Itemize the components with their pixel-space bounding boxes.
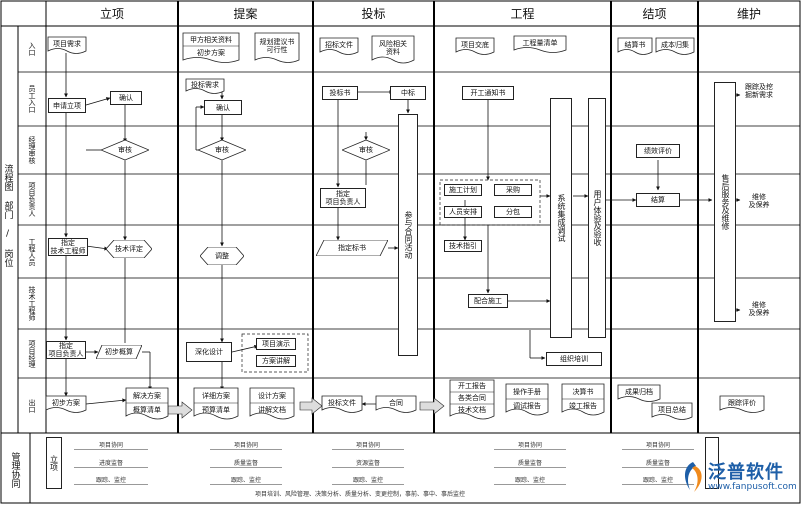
doc-cost-summary: 成本归集 — [655, 37, 695, 55]
start-notice-node: 开工通知书 — [462, 86, 514, 100]
mgmt-item: 项目协同 — [210, 440, 282, 450]
lane-label: 工程人员 — [28, 237, 36, 266]
maintain-node: 维修 及保养 — [748, 301, 770, 317]
fanpu-logo-icon — [684, 462, 702, 492]
doc-risk-materials: 风险相关 资料 — [371, 35, 415, 64]
audit-decision: 审核 — [198, 140, 246, 160]
doc-bid-requirement: 投标需求 — [185, 78, 225, 94]
mgmt-item: 跟踪、监控 — [210, 475, 282, 485]
doc-quantity-list: 工程量清单 — [513, 35, 567, 53]
system-integration-node: 系统集成调试 — [550, 98, 572, 338]
doc-settlement-book: 决算书 竣工报告 — [561, 383, 605, 416]
doc-contract: 合同 — [375, 395, 417, 413]
mgmt-bottom-summary: 项目培训、风险管理、决策分析、质量分析、变更控制，事前、事中、事后监控 — [254, 491, 465, 498]
lane-label: 项目经理 — [28, 339, 36, 368]
purchase-node: 采购 — [494, 184, 532, 196]
settle-node: 结算 — [636, 193, 680, 207]
adjust-node: 调整 — [200, 247, 244, 265]
mgmt-item: 资源监督 — [332, 458, 404, 468]
mgmt-item: 质量监督 — [494, 458, 566, 468]
lane-label: 入口 — [28, 42, 36, 56]
mgmt-item: 质量监督 — [622, 458, 694, 468]
phase-header-tian: 提案 — [233, 6, 258, 21]
confirm-node: 确认 — [204, 100, 242, 115]
project-demo-node: 项目演示 — [256, 338, 296, 350]
doc-solution-stack: 解决方案 概算清单 — [125, 387, 169, 420]
watermark-name: 泛普软件 — [708, 462, 784, 483]
plan-explain-node: 方案讲解 — [256, 355, 296, 367]
phase-header-weihu: 维护 — [736, 6, 761, 21]
tech-review-decision: 技术评定 — [106, 240, 152, 258]
mgmt-item: 项目协同 — [494, 440, 566, 450]
audit-decision: 审核 — [342, 140, 390, 160]
mgmt-lixiang-box: 立项 — [46, 437, 62, 489]
mgmt-item: 跟踪、监控 — [622, 475, 694, 485]
staff-arrange-node: 人员安排 — [444, 206, 482, 218]
lane-label: 出口 — [28, 398, 36, 413]
doc-start-report-stack: 开工报告 各类合同 技术文档 — [449, 379, 495, 420]
doc-party-a-materials: 甲方相关资料 初步方案 — [182, 32, 240, 63]
doc-settlement: 结算书 — [617, 37, 653, 55]
mgmt-title: 管理协同 — [9, 452, 20, 488]
assign-tech-engineer-node: 指定 技术工程师 — [48, 238, 88, 256]
mgmt-item: 跟踪、监控 — [494, 475, 566, 485]
mgmt-item: 进度监督 — [74, 458, 148, 468]
assign-project-lead-node: 指定 项目负责人 — [46, 341, 86, 359]
doc-project-summary: 项目总结 — [651, 402, 693, 420]
lane-label: 技术工程师 — [28, 286, 36, 321]
doc-bid-document-in: 招标文件 — [319, 37, 359, 55]
audit-decision: 审核 — [101, 140, 149, 160]
doc-bid-file-out: 投标文件 — [321, 395, 363, 413]
mgmt-item: 质量监督 — [210, 458, 282, 468]
mgmt-item: 项目协同 — [74, 440, 148, 450]
aftersales-node: 售后服务及维修 — [714, 82, 736, 322]
diagram-side-title: 流程图 部门 / 岗位 — [2, 163, 13, 267]
doc-prelim-plan: 初步方案 — [45, 395, 87, 413]
deepen-design-node: 深化设计 — [186, 342, 232, 362]
phase-header-gongcheng: 工程 — [510, 6, 535, 21]
assign-project-lead-node: 指定 项目负责人 — [320, 188, 366, 208]
confirm-node: 确认 — [110, 91, 142, 105]
doc-achievement-archive: 成果归档 — [617, 384, 661, 402]
doc-project-requirement: 项目需求 — [47, 36, 87, 54]
fill-bid-node: 指定标书 — [316, 240, 388, 256]
join-contract-activity-node: 参与合同活动 — [398, 114, 418, 356]
lane-label: 员工入口 — [28, 85, 36, 113]
watermark-url: www.fanpusoft.com — [708, 482, 797, 492]
lane-label: 项目负责人 — [28, 182, 36, 217]
maintain-node: 维修 及保养 — [748, 193, 770, 209]
phase-header-toubiao: 投标 — [361, 6, 386, 21]
watermark-logo: 泛普软件 www.fanpusoft.com — [678, 458, 798, 498]
tech-guide-node: 技术指引 — [444, 240, 482, 252]
followup-node: 跟踪及挖 掘新需求 — [745, 83, 773, 99]
tender-node: 投标书 — [322, 86, 358, 100]
phase-header-jiexiang: 结项 — [642, 6, 667, 21]
phase-header-lixiang: 立项 — [99, 6, 124, 21]
win-bid-node: 中标 — [390, 86, 426, 100]
mgmt-right-box — [705, 437, 719, 489]
mgmt-item: 项目协同 — [332, 440, 404, 450]
prelim-budget-node: 初步概算 — [96, 345, 142, 359]
perf-eval-node: 绩效评价 — [636, 144, 680, 158]
doc-project-handover: 项目交底 — [455, 37, 495, 55]
mgmt-item: 跟踪、监控 — [332, 475, 404, 485]
user-acceptance-node: 用户体验及验收 — [588, 98, 606, 338]
doc-planning-proposal: 规划建议书 可行性 — [254, 32, 300, 63]
organize-training-node: 组织培训 — [546, 352, 602, 366]
mgmt-item: 项目协同 — [622, 440, 694, 450]
coop-construct-node: 配合施工 — [468, 294, 508, 308]
mgmt-item: 跟踪、监控 — [74, 475, 148, 485]
apply-project-node: 申请立项 — [48, 98, 86, 113]
doc-ops-manual: 操作手册 调试报告 — [505, 383, 549, 416]
doc-track-eval: 跟踪评价 — [719, 395, 765, 413]
doc-design-plan: 设计方案 讲解文档 — [249, 387, 295, 420]
construct-plan-node: 施工计划 — [444, 184, 482, 196]
subcontract-node: 分包 — [494, 206, 532, 218]
doc-detail-plan: 详细方案 预算清单 — [193, 387, 239, 420]
lane-label: 经理审核 — [28, 136, 36, 164]
